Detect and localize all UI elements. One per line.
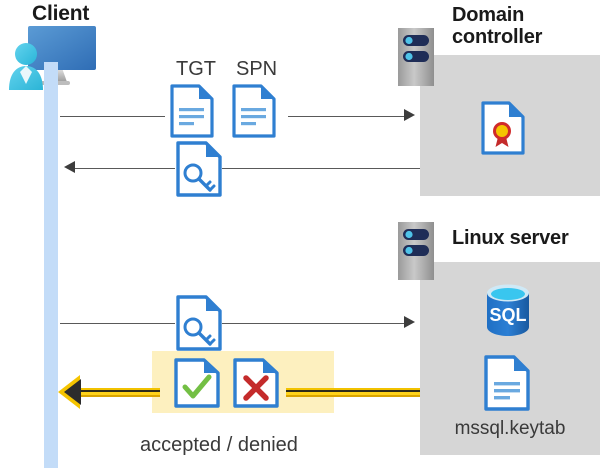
tgt-document-icon [170, 84, 214, 138]
message-2-arrowhead [64, 161, 75, 173]
tgt-label: TGT [176, 58, 216, 80]
message-2-line-left [75, 168, 175, 169]
spn-document-icon [232, 84, 276, 138]
message-1-line-right [288, 116, 404, 117]
message-4-line-left [72, 388, 160, 397]
message-1-line-left [60, 116, 165, 117]
certificate-document-icon [481, 101, 525, 155]
message-3-arrowhead [404, 316, 415, 328]
message-3-line-right [222, 323, 404, 324]
linux-server-title: Linux server [452, 227, 569, 249]
keytab-document-icon [484, 355, 530, 411]
message-1-arrowhead [404, 109, 415, 121]
denied-document-icon [233, 358, 279, 408]
spn-label: SPN [236, 58, 278, 80]
accepted-document-icon [174, 358, 220, 408]
keytab-filename-label: mssql.keytab [454, 418, 566, 439]
message-4-arrowhead [64, 379, 81, 405]
message-2-line-right [222, 168, 420, 169]
sql-database-icon: SQL [481, 282, 535, 338]
sql-icon-label: SQL [489, 305, 526, 325]
ticket-key-document-icon [176, 295, 222, 351]
result-label: accepted / denied [140, 434, 298, 456]
client-lifeline [44, 62, 58, 468]
message-3-line-left [60, 323, 175, 324]
server-tower-icon [398, 28, 434, 86]
client-title: Client [32, 2, 90, 25]
server-tower-icon [398, 222, 434, 280]
message-4-line-right [286, 388, 420, 397]
ticket-key-document-icon [176, 141, 222, 197]
domain-controller-title: Domain controller [452, 4, 543, 49]
